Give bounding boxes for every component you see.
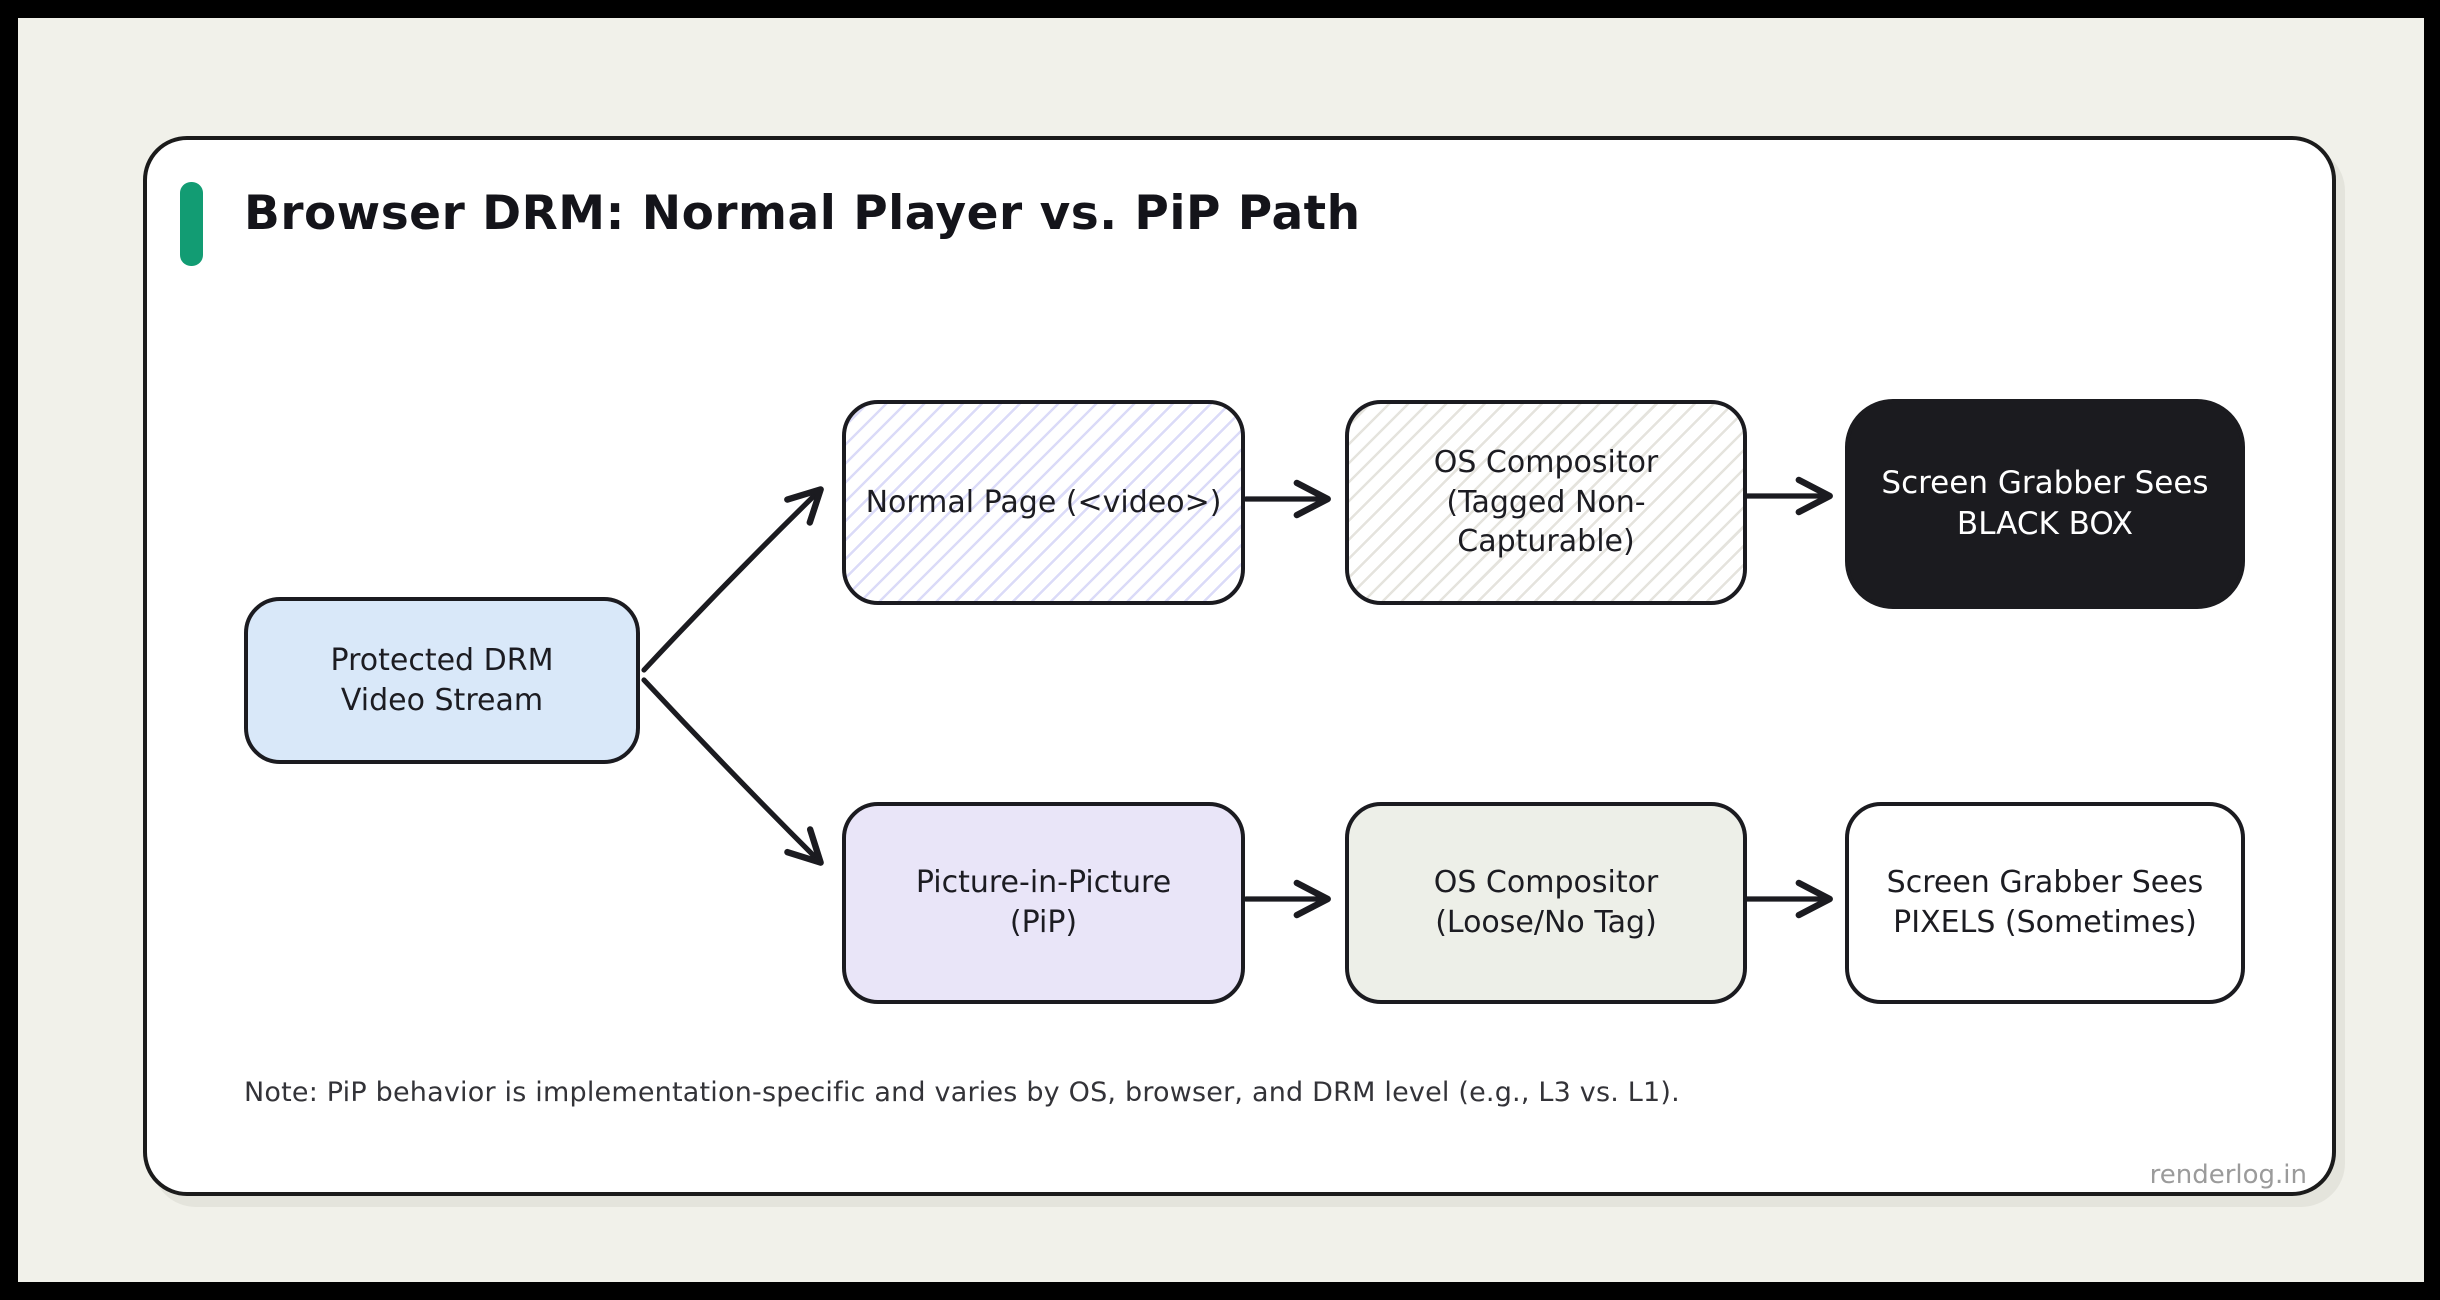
node-label: Screen Grabber Sees BLACK BOX — [1881, 465, 2209, 542]
node-label: Normal Page (<video>) — [865, 484, 1222, 520]
canvas-card: Browser DRM: Normal Player vs. PiP Path … — [143, 136, 2336, 1196]
watermark: renderlog.in — [2149, 1160, 2307, 1190]
node-label: OS Compositor (Loose/No Tag) — [1433, 865, 1659, 940]
footnote: Note: PiP behavior is implementation-spe… — [244, 1077, 1680, 1108]
node-label: OS Compositor (Tagged Non- Capturable) — [1433, 445, 1659, 560]
title-accent-bar — [180, 182, 203, 266]
node-label: Protected DRM Video Stream — [330, 642, 554, 718]
node-protected-drm-video-stream: Protected DRM Video Stream — [244, 597, 640, 764]
node-screen-grabber-pixels: Screen Grabber Sees PIXELS (Sometimes) — [1845, 802, 2245, 1004]
diagram-title: Browser DRM: Normal Player vs. PiP Path — [244, 186, 1361, 241]
node-screen-grabber-black-box: Screen Grabber Sees BLACK BOX — [1845, 399, 2245, 609]
node-normal-page-video: Normal Page (<video>) — [842, 400, 1245, 605]
node-picture-in-picture: Picture-in-Picture (PiP) — [842, 802, 1245, 1004]
node-label: Picture-in-Picture (PiP) — [915, 865, 1172, 940]
node-label: Screen Grabber Sees PIXELS (Sometimes) — [1886, 865, 2204, 940]
node-os-compositor-loose: OS Compositor (Loose/No Tag) — [1345, 802, 1747, 1004]
node-os-compositor-tagged: OS Compositor (Tagged Non- Capturable) — [1345, 400, 1747, 605]
page-background: Browser DRM: Normal Player vs. PiP Path … — [18, 18, 2424, 1282]
